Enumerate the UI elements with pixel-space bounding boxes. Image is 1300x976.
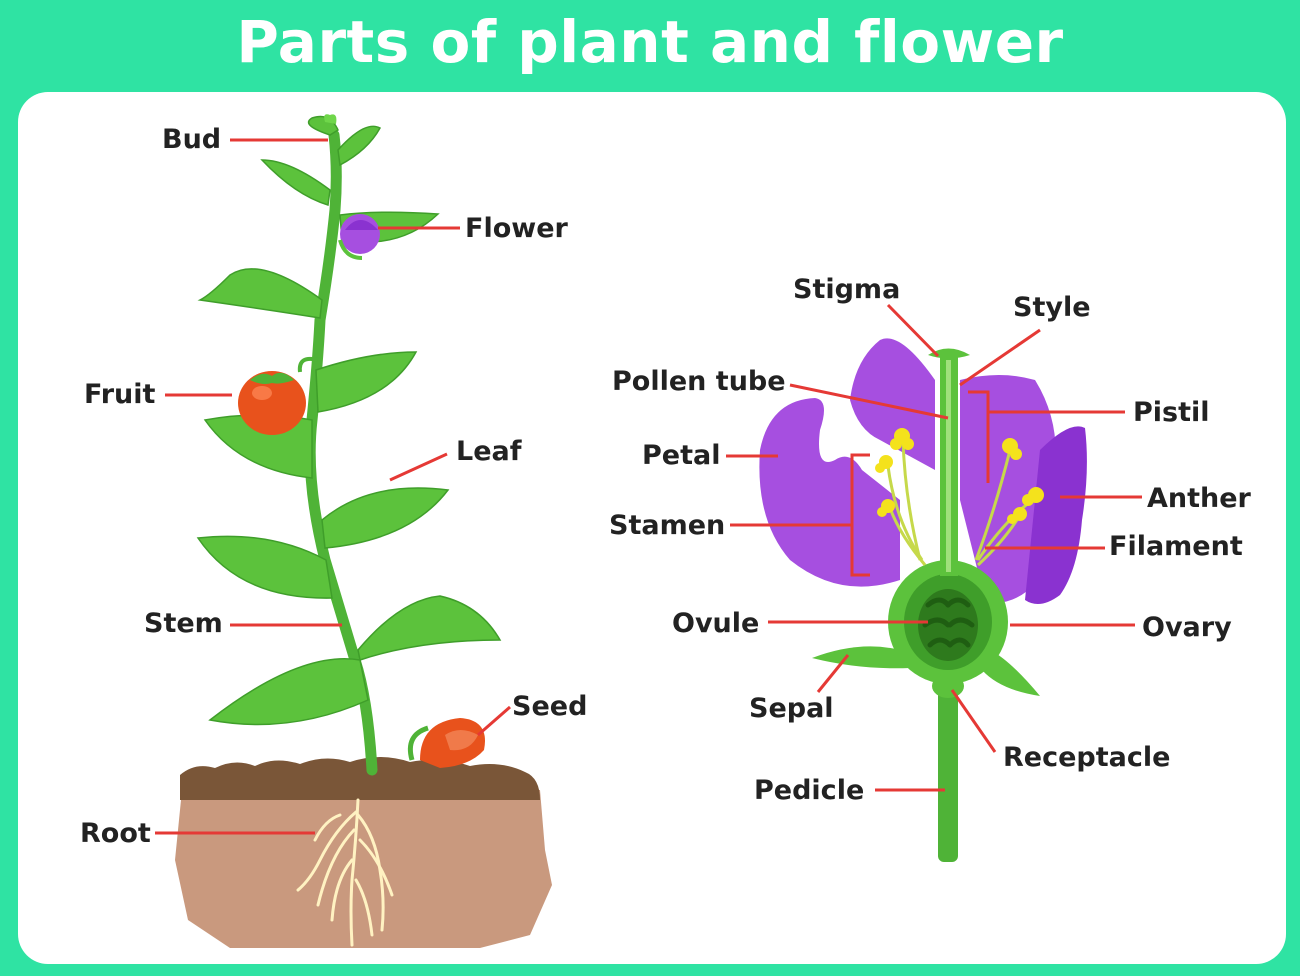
plant-leaves — [196, 115, 502, 726]
label-leaf: Leaf — [456, 436, 522, 467]
sepal-left — [812, 646, 910, 669]
label-pistil: Pistil — [1133, 397, 1210, 428]
label-sepal: Sepal — [749, 693, 834, 724]
label-petal: Petal — [642, 440, 721, 471]
bud — [324, 114, 337, 124]
label-ovule: Ovule — [672, 608, 760, 639]
plant-seed — [407, 718, 485, 768]
plant-flower — [338, 214, 380, 260]
leader-pistil — [968, 390, 1125, 483]
roots — [296, 798, 394, 947]
label-pollen-tube: Pollen tube — [612, 366, 786, 397]
label-bud: Bud — [162, 124, 222, 155]
sepal-right — [982, 650, 1040, 696]
ovules — [922, 597, 975, 648]
label-root: Root — [80, 818, 151, 849]
leader-seed — [477, 705, 511, 737]
plant-illustration — [175, 114, 552, 948]
leader-sepal — [816, 654, 850, 693]
leader-pollen-tube — [789, 383, 949, 420]
label-stamen: Stamen — [609, 510, 726, 541]
page-title: Parts of plant and flower — [236, 8, 1064, 76]
leader-stamen — [730, 453, 870, 577]
label-filament: Filament — [1109, 531, 1243, 562]
stigma-shape — [928, 348, 970, 359]
label-pedicle: Pedicle — [754, 775, 865, 806]
petal-left — [759, 398, 900, 587]
anthers — [875, 428, 1044, 524]
leader-stigma — [886, 303, 940, 358]
label-fruit: Fruit — [84, 379, 156, 410]
leader-lines — [155, 138, 1142, 835]
label-stigma: Stigma — [793, 274, 901, 305]
leader-receptacle — [950, 689, 997, 753]
label-stem: Stem — [144, 608, 223, 639]
petal-center — [850, 338, 935, 470]
petal-far-right — [1025, 426, 1087, 604]
leader-leaf — [389, 452, 448, 482]
label-flower: Flower — [465, 213, 568, 244]
pedicle-shape — [938, 690, 958, 862]
label-ovary: Ovary — [1142, 612, 1232, 643]
flower-illustration — [759, 338, 1087, 862]
soil-top — [180, 757, 540, 800]
label-seed: Seed — [512, 691, 588, 722]
receptacle-shape — [932, 674, 964, 698]
leader-style — [959, 328, 1041, 387]
label-style: Style — [1013, 292, 1091, 323]
label-anther: Anther — [1147, 483, 1251, 514]
soil-body — [175, 790, 552, 948]
label-receptacle: Receptacle — [1003, 742, 1171, 773]
plant-fruit — [238, 356, 319, 435]
